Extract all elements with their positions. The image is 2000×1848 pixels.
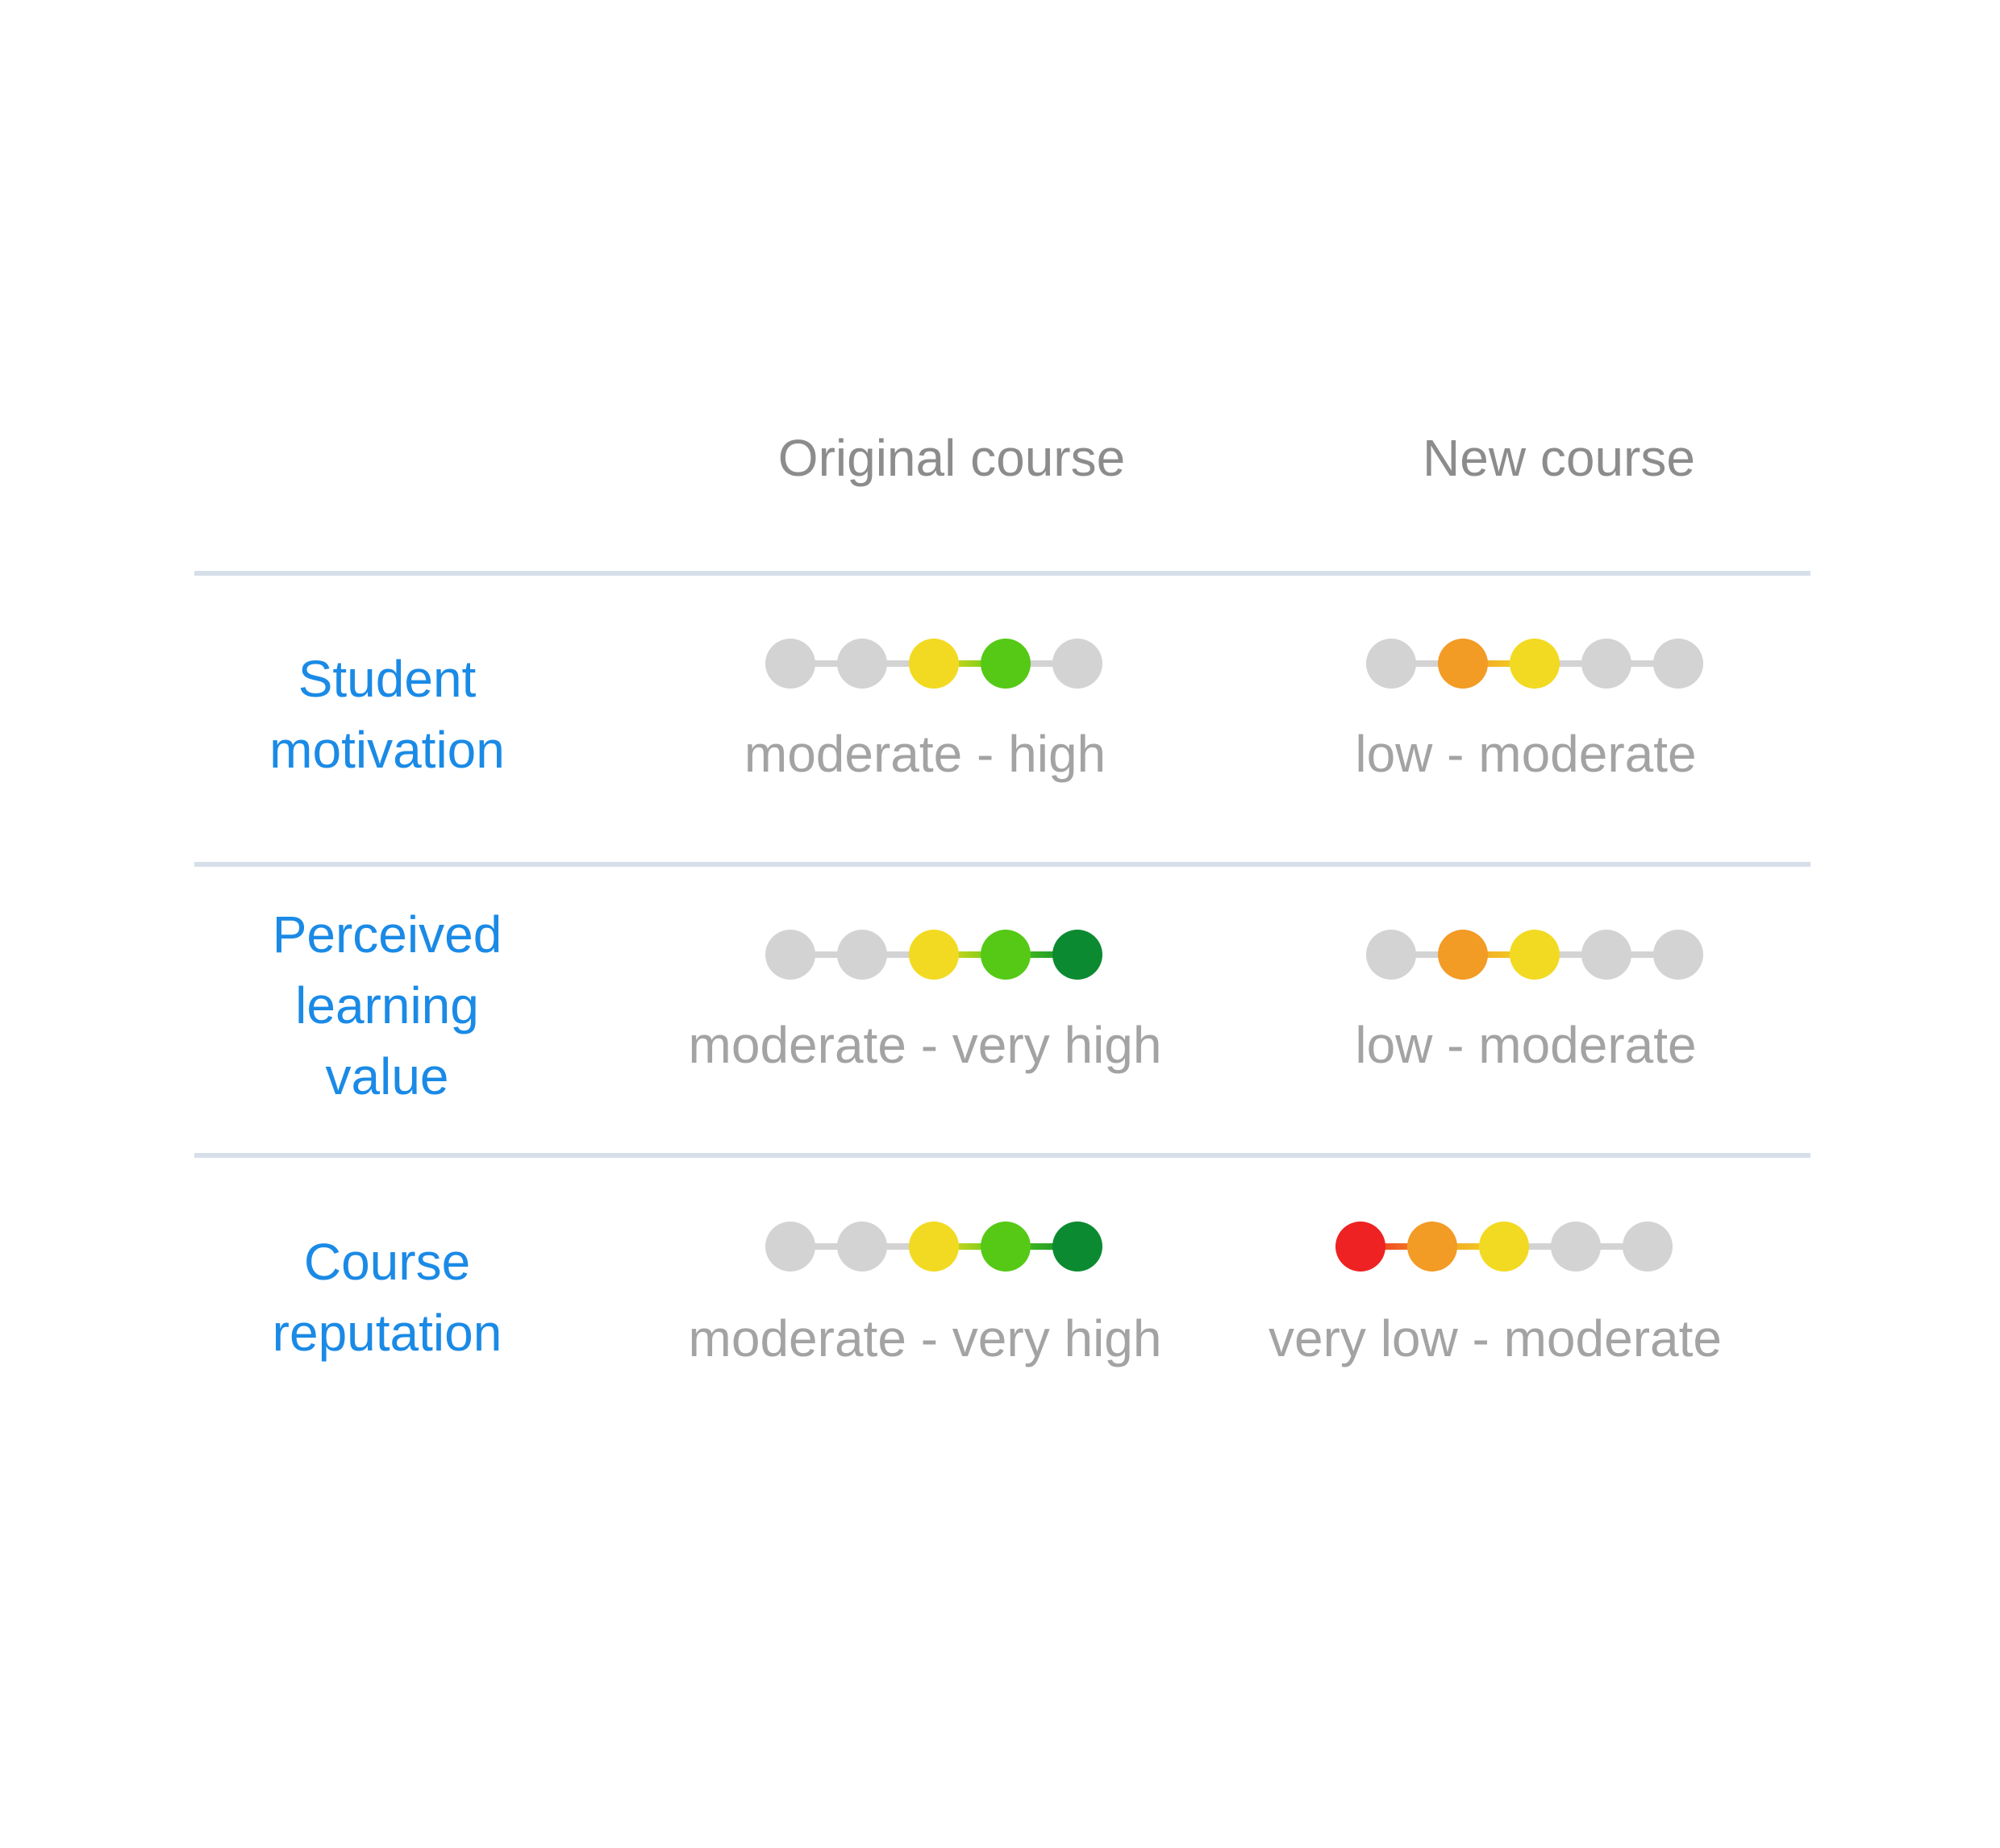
level-dot-inactive-5 xyxy=(1653,639,1703,689)
level-scale-new xyxy=(1366,639,1703,689)
level-scale-new xyxy=(1366,930,1703,980)
level-dot-inactive-5 xyxy=(1653,930,1703,980)
column-header-new: New course xyxy=(1423,429,1695,487)
row-divider xyxy=(194,1153,1810,1158)
level-dot-inactive-1 xyxy=(1366,639,1416,689)
row-label-line: Perceived xyxy=(272,905,502,964)
level-scale-new xyxy=(1335,1222,1673,1272)
level-dot-active-3 xyxy=(909,930,959,980)
level-dot-active-4 xyxy=(981,1222,1031,1272)
level-dot-active-2 xyxy=(1438,930,1488,980)
range-text-original: moderate - very high xyxy=(688,1309,1162,1367)
level-dot-active-4 xyxy=(981,639,1031,689)
level-dot-active-2 xyxy=(1438,639,1488,689)
row-label-line: value xyxy=(325,1047,449,1105)
row-label-line: learning xyxy=(295,976,479,1034)
level-dot-active-3 xyxy=(1479,1222,1529,1272)
level-scale-original xyxy=(765,639,1102,689)
row-label-line: Student xyxy=(298,650,477,708)
level-dot-active-5 xyxy=(1052,930,1102,980)
row-label-line: Course xyxy=(303,1233,471,1291)
level-scale-original xyxy=(765,930,1102,980)
row-label-course-reputation: Course reputation xyxy=(145,1226,629,1368)
level-dot-active-4 xyxy=(981,930,1031,980)
level-dot-active-3 xyxy=(909,1222,959,1272)
level-dot-inactive-4 xyxy=(1581,930,1631,980)
column-header-original: Original course xyxy=(777,429,1126,487)
level-dot-inactive-1 xyxy=(1366,930,1416,980)
level-dot-active-3 xyxy=(1510,930,1560,980)
level-dot-inactive-1 xyxy=(765,639,815,689)
row-divider xyxy=(194,571,1810,576)
row-label-line: motivation xyxy=(269,721,505,779)
row-label-perceived-learning-value: Perceived learning value xyxy=(145,899,629,1112)
row-divider xyxy=(194,862,1810,867)
level-dot-active-1 xyxy=(1335,1222,1385,1272)
level-dot-inactive-1 xyxy=(765,1222,815,1272)
level-dot-inactive-5 xyxy=(1623,1222,1673,1272)
level-dot-inactive-5 xyxy=(1052,639,1102,689)
row-label-line: reputation xyxy=(272,1304,502,1362)
level-dot-active-5 xyxy=(1052,1222,1102,1272)
level-dot-active-3 xyxy=(909,639,959,689)
level-dot-active-3 xyxy=(1510,639,1560,689)
range-text-new: low - moderate xyxy=(1355,725,1697,783)
level-dot-inactive-2 xyxy=(837,1222,887,1272)
level-scale-original xyxy=(765,1222,1102,1272)
level-dot-inactive-4 xyxy=(1581,639,1631,689)
level-dot-inactive-4 xyxy=(1551,1222,1601,1272)
level-dot-inactive-2 xyxy=(837,639,887,689)
range-text-new: low - moderate xyxy=(1355,1016,1697,1074)
range-text-original: moderate - high xyxy=(744,725,1106,783)
level-dot-inactive-2 xyxy=(837,930,887,980)
level-dot-inactive-1 xyxy=(765,930,815,980)
range-text-new: very low - moderate xyxy=(1269,1309,1722,1367)
range-text-original: moderate - very high xyxy=(688,1016,1162,1074)
level-dot-active-2 xyxy=(1407,1222,1457,1272)
row-label-student-motivation: Student motivation xyxy=(145,643,629,785)
